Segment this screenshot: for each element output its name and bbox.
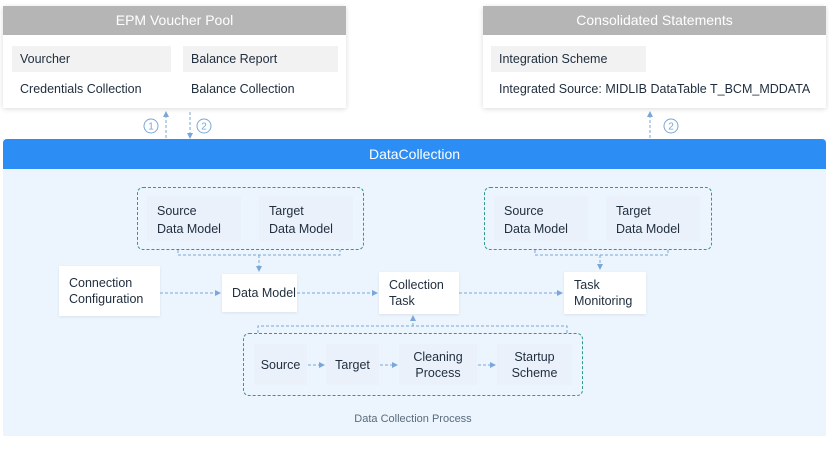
left-target-data-model: Target Data Model [259, 196, 353, 241]
left-source-data-model-label: Source Data Model [157, 204, 221, 236]
integration-scheme-cell: Integration Scheme [491, 46, 646, 72]
process-step-target-label: Target [335, 357, 370, 372]
data-model-node: Data Model [222, 274, 297, 312]
connection-configuration-node: Connection Configuration [59, 266, 160, 316]
badge-one-circle [143, 118, 159, 134]
voucher-cell: Vourcher [12, 46, 171, 72]
collection-task-node: Collection Task [379, 272, 459, 314]
right-target-data-model-label: Target Data Model [616, 204, 680, 236]
right-target-data-model: Target Data Model [606, 196, 700, 241]
task-monitoring-node: Task Monitoring [564, 272, 646, 314]
left-source-data-model: Source Data Model [147, 196, 241, 241]
credentials-collection-cell: Credentials Collection [20, 82, 142, 96]
process-caption: Data Collection Process [354, 413, 472, 425]
voucher-pool-panel: EPM Voucher Pool Vourcher Balance Report… [3, 6, 346, 108]
process-step-startup-label: Startup Scheme [511, 349, 558, 380]
data-model-label: Data Model [232, 286, 296, 300]
process-group-bracket [257, 325, 568, 333]
consolidated-statements-title: Consolidated Statements [483, 6, 826, 35]
badge-two-left-circle [196, 118, 212, 134]
process-step-startup: Startup Scheme [497, 344, 572, 385]
process-step-cleaning-label: Cleaning Process [413, 349, 463, 380]
balance-collection-cell: Balance Collection [191, 82, 295, 96]
badge-two-right: 2 [663, 118, 679, 134]
badge-two-right-text: 2 [668, 122, 674, 133]
left-model-group [137, 187, 364, 250]
badge-two-right-circle [663, 118, 679, 134]
left-group-bracket [177, 250, 341, 256]
process-step-target: Target [326, 344, 379, 385]
collection-task-label: Collection Task [389, 278, 444, 308]
left-target-data-model-label: Target Data Model [269, 204, 333, 236]
right-source-data-model-label: Source Data Model [504, 204, 568, 236]
right-group-bracket [534, 250, 669, 256]
process-group [243, 333, 583, 396]
consolidated-statements-panel: Consolidated Statements Integration Sche… [483, 6, 826, 108]
right-source-data-model: Source Data Model [494, 196, 588, 241]
process-step-cleaning: Cleaning Process [399, 344, 477, 385]
data-collection-title: DataCollection [3, 139, 826, 169]
connection-configuration-label: Connection Configuration [69, 276, 144, 306]
balance-report-cell: Balance Report [183, 46, 338, 72]
integrated-source-cell: Integrated Source: MIDLIB DataTable T_BC… [499, 82, 811, 96]
badge-one-text: 1 [148, 122, 154, 133]
badge-two-left: 2 [196, 118, 212, 134]
task-monitoring-label: Task Monitoring [574, 278, 633, 308]
process-step-source: Source [254, 344, 307, 385]
process-step-source-label: Source [260, 357, 301, 372]
right-model-group [484, 187, 712, 250]
badge-one: 1 [143, 118, 159, 134]
voucher-pool-title: EPM Voucher Pool [3, 6, 346, 35]
badge-two-left-text: 2 [201, 122, 207, 133]
